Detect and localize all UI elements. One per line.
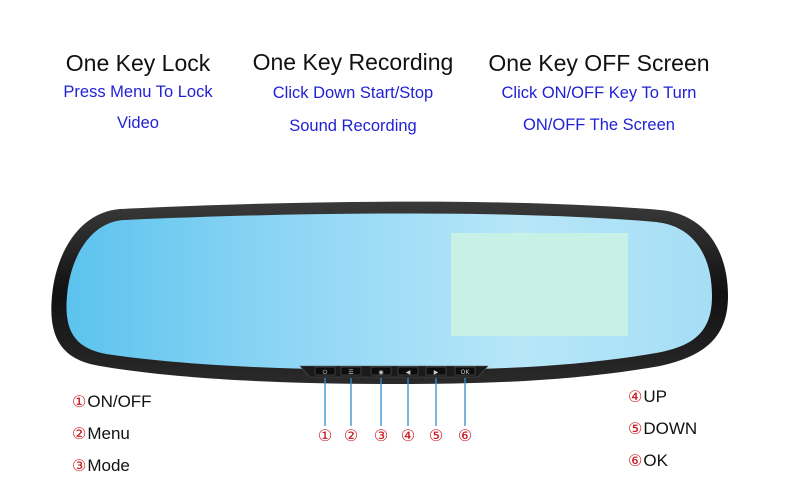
mirror-button[interactable] [454,366,476,376]
button-number: ⑤ [428,428,444,445]
legend-label: ON/OFF [87,392,152,411]
legend-number: ④ [628,389,643,406]
button-number: ③ [373,428,389,445]
mirror-button[interactable] [397,366,419,376]
legend-item-ok: ⑥OK [628,445,697,477]
dashcam-screen [451,233,628,336]
feature-title: One Key Lock [65,50,211,76]
legend-right: ④UP ⑤DOWN ⑥OK [628,381,697,477]
button-number: ④ [400,428,416,445]
feature-desc-line: Sound Recording [289,117,417,135]
feature-desc-line: Press Menu To Lock [63,83,213,101]
feature-desc-line: Click ON/OFF Key To Turn [501,84,697,102]
button-number: ② [343,428,359,445]
mirror-button[interactable] [425,366,447,376]
button-number: ⑥ [457,428,473,445]
up-icon: ◀ [406,369,411,376]
feature-title: One Key OFF Screen [488,50,710,76]
legend-number: ① [72,394,87,411]
legend-left: ①ON/OFF ②Menu ③Mode [72,386,152,482]
legend-label: UP [643,387,667,406]
legend-label: Menu [87,424,130,443]
menu-icon: ☰ [348,369,353,376]
mirror-button[interactable] [370,366,392,376]
power-icon: ⏻ [323,369,328,376]
legend-number: ⑤ [628,421,643,438]
feature-one-key-off-screen: One Key OFF Screen Click ON/OFF Key To T… [470,49,728,141]
legend-item-on-off: ①ON/OFF [72,386,152,418]
legend-number: ② [72,426,87,443]
feature-desc-line: Click Down Start/Stop [272,84,434,102]
ok-icon: OK [461,369,471,376]
feature-one-key-recording: One Key Recording Click Down Start/Stop … [238,48,468,142]
button-number: ① [317,428,333,445]
feature-title: One Key Recording [252,49,454,75]
legend-item-up: ④UP [628,381,697,413]
legend-label: OK [643,451,668,470]
feature-desc-line: Video [117,114,159,132]
legend-number: ③ [72,458,87,475]
down-icon: ▶ [434,369,439,376]
mode-icon: ◉ [378,369,383,376]
mirror-button[interactable] [314,366,336,376]
legend-number: ⑥ [628,453,643,470]
legend-label: Mode [87,456,130,475]
feature-one-key-lock: One Key Lock Press Menu To Lock Video [38,49,238,139]
mirror-button[interactable] [340,366,362,376]
legend-label: DOWN [643,419,698,438]
legend-item-down: ⑤DOWN [628,413,697,445]
legend-item-menu: ②Menu [72,418,152,450]
feature-desc-line: ON/OFF The Screen [523,116,675,134]
legend-item-mode: ③Mode [72,450,152,482]
